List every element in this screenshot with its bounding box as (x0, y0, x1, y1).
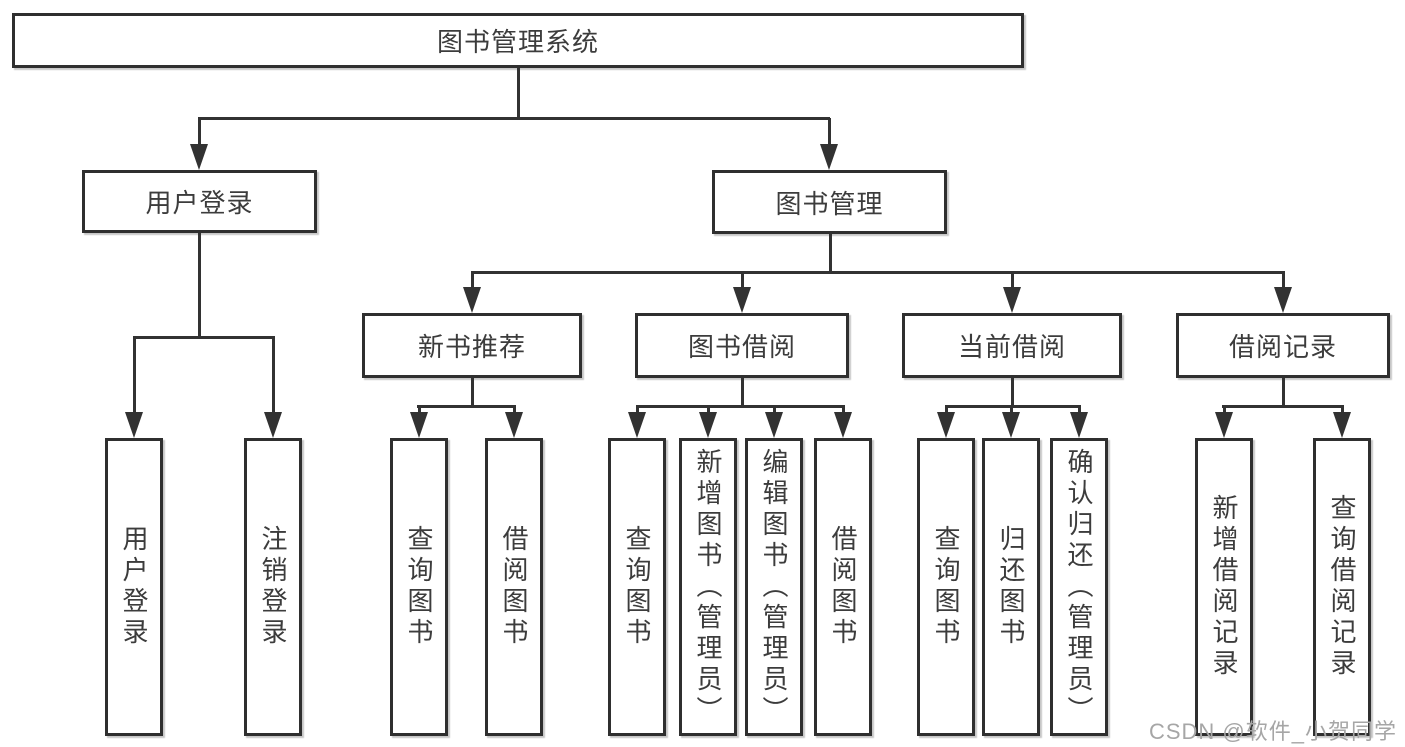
connector-vline (418, 405, 421, 417)
connector-vline (198, 118, 201, 148)
leaf-rec-borrow-book: 借阅图书 (485, 438, 543, 736)
node-user-login-label: 用户登录 (145, 188, 254, 218)
leaf-rec-query-book-label: 查询图书 (404, 525, 434, 649)
connector-vline (133, 337, 136, 413)
leaf-cb-query-book: 查询图书 (917, 438, 975, 736)
connector-vline (1341, 405, 1344, 417)
arrow-down-icon (1070, 412, 1088, 438)
arrow-down-icon (733, 287, 751, 313)
connector-vline (741, 378, 744, 408)
node-current-borrow-label: 当前借阅 (957, 332, 1066, 362)
connector-hline (1222, 405, 1344, 408)
arrow-down-icon (820, 144, 838, 170)
arrow-down-icon (1215, 412, 1233, 438)
leaf-bb-add-book-admin-label: 新增图书（管理员） (693, 447, 723, 727)
connector-vline (1010, 405, 1013, 417)
arrow-down-icon (937, 412, 955, 438)
connector-vline (707, 405, 710, 417)
connector-vline (829, 234, 832, 274)
arrow-down-icon (1274, 287, 1292, 313)
node-book-borrow: 图书借阅 (635, 313, 849, 378)
connector-vline (1011, 272, 1014, 290)
arrow-down-icon (505, 412, 523, 438)
leaf-bb-borrow-book-label: 借阅图书 (828, 525, 858, 649)
leaf-bb-edit-book-admin: 编辑图书（管理员） (745, 438, 803, 736)
connector-vline (471, 378, 474, 408)
connector-vline (842, 405, 845, 417)
leaf-logout: 注销登录 (244, 438, 302, 736)
connector-vline (1011, 378, 1014, 408)
connector-vline (636, 405, 639, 417)
connector-hline (198, 117, 830, 120)
leaf-br-query-record-label: 查询借阅记录 (1327, 494, 1357, 680)
node-user-login: 用户登录 (82, 170, 317, 233)
leaf-rec-query-book: 查询图书 (390, 438, 448, 736)
leaf-cb-query-book-label: 查询图书 (931, 525, 961, 649)
leaf-cb-confirm-return-admin: 确认归还（管理员） (1050, 438, 1108, 736)
leaf-bb-query-book-label: 查询图书 (622, 525, 652, 649)
arrow-down-icon (264, 412, 282, 438)
arrow-down-icon (463, 287, 481, 313)
arrow-down-icon (1003, 287, 1021, 313)
connector-vline (513, 405, 516, 417)
leaf-cb-return-book: 归还图书 (982, 438, 1040, 736)
connector-vline (198, 233, 201, 339)
arrow-down-icon (765, 412, 783, 438)
leaf-user-login-label: 用户登录 (119, 525, 149, 649)
connector-vline (1223, 405, 1226, 417)
connector-hline (636, 405, 845, 408)
leaf-logout-label: 注销登录 (258, 525, 288, 649)
leaf-bb-add-book-admin: 新增图书（管理员） (679, 438, 737, 736)
connector-vline (828, 118, 831, 148)
arrow-down-icon (1333, 412, 1351, 438)
node-borrow-records-label: 借阅记录 (1228, 332, 1337, 362)
node-borrow-records: 借阅记录 (1176, 313, 1390, 378)
node-new-book-recommend: 新书推荐 (362, 313, 582, 378)
connector-vline (1078, 405, 1081, 417)
connector-vline (1282, 378, 1285, 408)
connector-vline (945, 405, 948, 417)
node-current-borrow: 当前借阅 (902, 313, 1122, 378)
leaf-br-add-record: 新增借阅记录 (1195, 438, 1253, 736)
connector-hline (945, 405, 1081, 408)
leaf-bb-edit-book-admin-label: 编辑图书（管理员） (759, 447, 789, 727)
leaf-br-add-record-label: 新增借阅记录 (1209, 494, 1239, 680)
node-root: 图书管理系统 (12, 13, 1024, 68)
connector-hline (417, 405, 516, 408)
arrow-down-icon (190, 144, 208, 170)
node-root-label: 图书管理系统 (436, 27, 599, 57)
arrow-down-icon (125, 412, 143, 438)
leaf-rec-borrow-book-label: 借阅图书 (499, 525, 529, 649)
leaf-bb-borrow-book: 借阅图书 (814, 438, 872, 736)
connector-vline (741, 272, 744, 290)
csdn-watermark: CSDN @软件_小贺同学 (1148, 719, 1397, 744)
arrow-down-icon (834, 412, 852, 438)
node-book-mgmt-label: 图书管理 (775, 188, 884, 219)
leaf-user-login: 用户登录 (105, 438, 163, 736)
connector-vline (272, 337, 275, 413)
leaf-cb-confirm-return-admin-label: 确认归还（管理员） (1064, 447, 1094, 727)
connector-vline (1282, 272, 1285, 290)
connector-vline (471, 272, 474, 290)
arrow-down-icon (410, 412, 428, 438)
leaf-bb-query-book: 查询图书 (608, 438, 666, 736)
connector-hline (471, 271, 1285, 274)
connector-vline (773, 405, 776, 417)
leaf-br-query-record: 查询借阅记录 (1313, 438, 1371, 736)
arrow-down-icon (699, 412, 717, 438)
arrow-down-icon (628, 412, 646, 438)
node-book-mgmt: 图书管理 (712, 170, 947, 234)
leaf-cb-return-book-label: 归还图书 (996, 525, 1026, 649)
node-new-book-recommend-label: 新书推荐 (417, 332, 526, 362)
node-book-borrow-label: 图书借阅 (687, 332, 796, 362)
connector-vline (517, 68, 520, 120)
connector-hline (133, 336, 275, 339)
arrow-down-icon (1002, 412, 1020, 438)
